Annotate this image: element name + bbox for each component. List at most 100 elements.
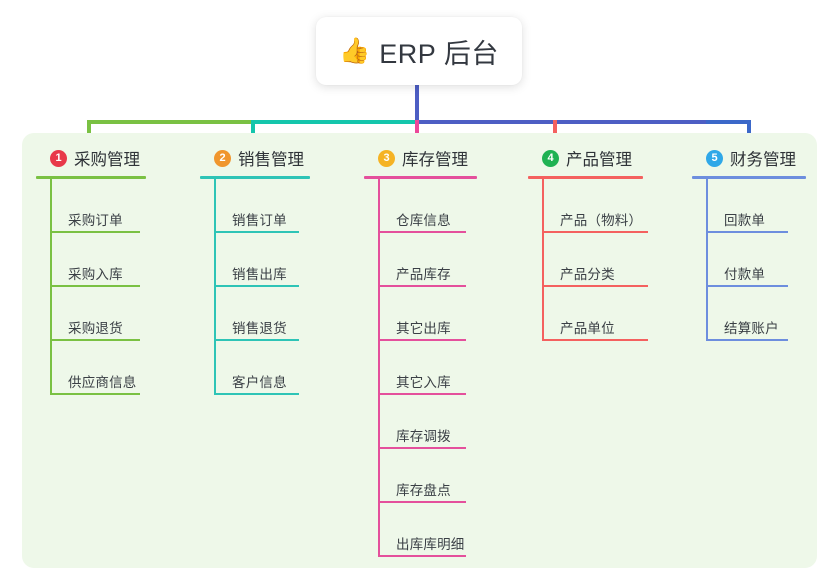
branch-item-rule xyxy=(214,339,299,341)
branch-item-label: 销售出库 xyxy=(232,267,287,282)
branch-title: 财务管理 xyxy=(730,151,796,169)
branch-item-rule xyxy=(214,231,299,233)
branch-item-rule xyxy=(214,285,299,287)
branch-item-rule xyxy=(706,285,788,287)
branch-item[interactable]: 结算账户 xyxy=(706,287,839,341)
branch-item-label: 出库库明细 xyxy=(396,537,465,552)
branch-header-rule xyxy=(36,176,146,179)
branch-item[interactable]: 销售订单 xyxy=(214,179,352,233)
branch-item[interactable]: 产品库存 xyxy=(378,233,516,287)
branch-item[interactable]: 产品单位 xyxy=(542,287,680,341)
branch-item[interactable]: 客户信息 xyxy=(214,341,352,395)
branch-item-rule xyxy=(214,393,299,395)
branch-number-badge: 3 xyxy=(378,149,395,167)
branch-item[interactable]: 采购订单 xyxy=(50,179,188,233)
branch-title: 采购管理 xyxy=(74,151,140,169)
branch-item-rule xyxy=(378,501,466,503)
bus-segment-purple xyxy=(419,120,749,124)
branch-header-3[interactable]: 3 库存管理 xyxy=(364,145,516,171)
branch-item[interactable]: 库存盘点 xyxy=(378,449,516,503)
branch-column-4: 4 产品管理产品（物料） 产品分类产品单位 xyxy=(528,145,680,341)
branch-item[interactable]: 付款单 xyxy=(706,233,839,287)
branch-item[interactable]: 销售退货 xyxy=(214,287,352,341)
branch-item-rule xyxy=(50,285,140,287)
branch-item-rule xyxy=(706,231,788,233)
branch-item-rule xyxy=(378,393,466,395)
branch-header-rule xyxy=(200,176,310,179)
branch-item-label: 其它出库 xyxy=(396,321,451,336)
branch-item-label: 库存调拨 xyxy=(396,429,451,444)
branch-item[interactable]: 其它出库 xyxy=(378,287,516,341)
branch-item-rule xyxy=(50,231,140,233)
branch-item[interactable]: 产品（物料） xyxy=(542,179,680,233)
branch-item[interactable]: 产品分类 xyxy=(542,233,680,287)
root-node[interactable]: 👍 ERP 后台 xyxy=(316,17,522,85)
branch-item-label: 采购退货 xyxy=(68,321,123,336)
branch-spine xyxy=(706,179,708,341)
branch-item[interactable]: 其它入库 xyxy=(378,341,516,395)
branch-item-rule xyxy=(50,339,140,341)
branch-spine xyxy=(378,179,380,557)
branch-item-rule xyxy=(378,339,466,341)
branch-item-rule xyxy=(542,231,648,233)
branch-items: 回款单付款单结算账户 xyxy=(706,179,839,341)
branch-item-rule xyxy=(378,231,466,233)
branch-item[interactable]: 供应商信息 xyxy=(50,341,188,395)
branch-number-badge: 1 xyxy=(50,149,67,167)
branch-item-label: 付款单 xyxy=(724,267,766,282)
branch-item[interactable]: 采购入库 xyxy=(50,233,188,287)
branch-header-1[interactable]: 1 采购管理 xyxy=(36,145,188,171)
branch-spine xyxy=(214,179,216,395)
branch-item-label: 供应商信息 xyxy=(68,375,137,390)
branch-item-rule xyxy=(378,555,466,557)
branch-header-rule xyxy=(364,176,477,179)
branch-item-label: 仓库信息 xyxy=(396,213,451,228)
branch-column-1: 1 采购管理采购订单采购入库采购退货供应商信息 xyxy=(36,145,188,395)
branch-items: 销售订单销售出库销售退货客户信息 xyxy=(214,179,352,395)
branch-item[interactable]: 出库库明细 xyxy=(378,503,516,557)
branch-number-badge: 2 xyxy=(214,149,231,167)
branch-title: 产品管理 xyxy=(566,151,632,169)
branch-item-rule xyxy=(542,285,648,287)
branch-title: 库存管理 xyxy=(402,151,468,169)
root-title: ERP 后台 xyxy=(379,38,499,69)
bus-segment-blue xyxy=(706,120,751,124)
branch-number-badge: 5 xyxy=(706,149,723,167)
branch-column-3: 3 库存管理仓库信息产品库存其它出库其它入库库存调拨库存盘点出库库明细 xyxy=(364,145,516,557)
branch-item-rule xyxy=(50,393,140,395)
branch-number-badge: 4 xyxy=(542,149,559,167)
branch-items: 产品（物料） 产品分类产品单位 xyxy=(542,179,680,341)
branch-item[interactable]: 库存调拨 xyxy=(378,395,516,449)
branch-item[interactable]: 采购退货 xyxy=(50,287,188,341)
branch-item-label: 其它入库 xyxy=(396,375,451,390)
branch-item[interactable]: 回款单 xyxy=(706,179,839,233)
branch-header-4[interactable]: 4 产品管理 xyxy=(528,145,680,171)
branch-item-label: 产品库存 xyxy=(396,267,451,282)
bus-segment-teal xyxy=(251,120,419,124)
branch-item-label: 结算账户 xyxy=(724,321,779,336)
branch-column-5: 5 财务管理回款单付款单结算账户 xyxy=(692,145,839,341)
branch-item-label: 产品单位 xyxy=(560,321,615,336)
branch-spine xyxy=(50,179,52,395)
branch-item-label: 库存盘点 xyxy=(396,483,451,498)
branch-item[interactable]: 仓库信息 xyxy=(378,179,516,233)
branch-item-label: 产品（物料） xyxy=(560,213,643,228)
branch-item-rule xyxy=(378,447,466,449)
branch-header-rule xyxy=(692,176,806,179)
branch-spine xyxy=(542,179,544,341)
branches-panel xyxy=(22,133,817,568)
branch-item-rule xyxy=(706,339,788,341)
branch-item-label: 采购入库 xyxy=(68,267,123,282)
bus-segment-green xyxy=(87,120,251,124)
branch-item-rule xyxy=(542,339,648,341)
branch-header-5[interactable]: 5 财务管理 xyxy=(692,145,839,171)
branch-item[interactable]: 销售出库 xyxy=(214,233,352,287)
branch-header-rule xyxy=(528,176,643,179)
branch-item-label: 产品分类 xyxy=(560,267,615,282)
branch-item-label: 回款单 xyxy=(724,213,766,228)
root-stem xyxy=(415,84,419,123)
branch-item-label: 销售退货 xyxy=(232,321,287,336)
branch-item-label: 客户信息 xyxy=(232,375,287,390)
